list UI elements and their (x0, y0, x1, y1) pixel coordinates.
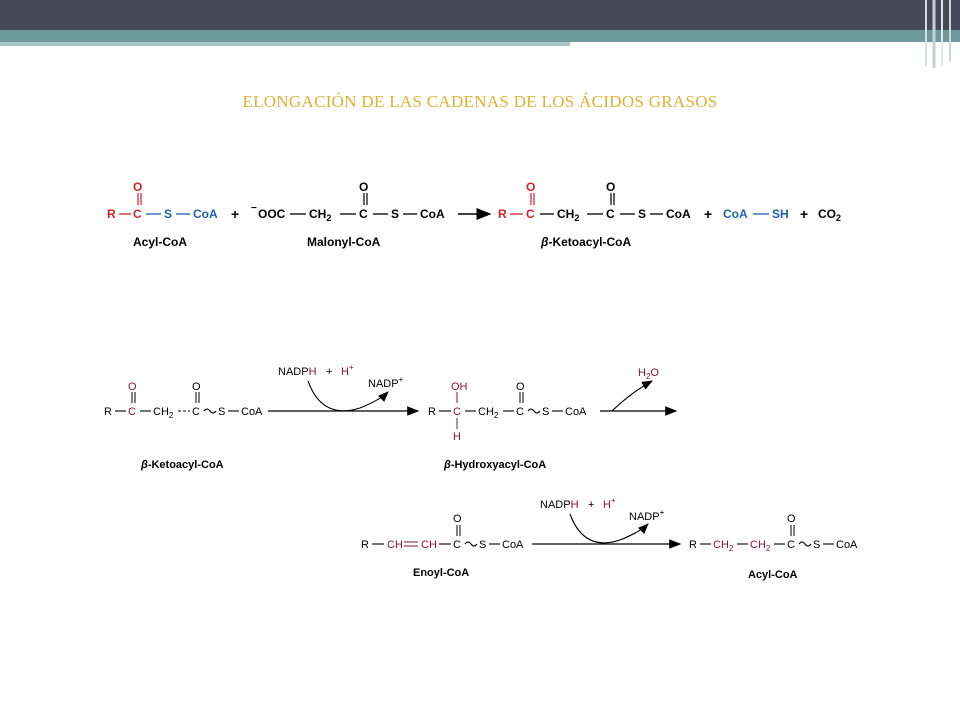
cofactor-curve-arrow (307, 380, 389, 412)
methylene: CH2 (153, 406, 174, 420)
vinyl-ch-1: CH (387, 539, 403, 551)
methylene: CH2 (557, 207, 579, 223)
plus-sign: + (588, 499, 594, 511)
reaction-3: R CH CH C O S CoA Enoyl-CoA NADPH + H+ N… (361, 496, 858, 581)
plus-sign: + (326, 366, 332, 378)
hydroxyacyl-coa-structure: R C OH H CH2 C O S CoA β-Hydroxyacyl-CoA (428, 381, 587, 471)
reaction-1: R C O S CoA Acyl-CoA + − OOC CH2 C O S (107, 180, 841, 249)
acyl-coa-product-structure: R CH2 CH2 C O S CoA Acyl-CoA (689, 513, 858, 581)
sulfur: S (391, 207, 399, 221)
r-group: R (689, 539, 697, 551)
minus-charge: − (251, 203, 257, 214)
sulfur: S (479, 539, 486, 551)
thioester-oxygen: O (787, 513, 796, 525)
header-bar (0, 0, 960, 30)
keto-carbon: C (526, 207, 535, 221)
keto-oxygen: O (128, 381, 137, 393)
acyl-coa-label: Acyl-CoA (748, 569, 798, 581)
nadp-label: NADP+ (629, 508, 665, 523)
thioester-oxygen: O (516, 381, 525, 393)
sulfur: S (813, 539, 820, 551)
sulfur: S (218, 406, 225, 418)
thioester-oxygen: O (606, 180, 615, 194)
hydrogen: H (453, 431, 461, 443)
carbon-dioxide: CO2 (818, 207, 841, 223)
coa: CoA (193, 207, 218, 221)
acyl-coa-structure: R C O S CoA Acyl-CoA (107, 180, 218, 249)
water-curve-arrow (611, 380, 653, 412)
hydroxyl-carbon: C (453, 406, 461, 418)
thioester-carbon: C (606, 207, 615, 221)
malonyl-coa-label: Malonyl-CoA (307, 235, 381, 249)
r-group: R (428, 406, 436, 418)
ketoacyl-coa-label: β-Ketoacyl-CoA (140, 459, 224, 471)
sulfur: S (638, 207, 646, 221)
plus-sign-1: + (231, 206, 239, 222)
carbonyl-carbon: C (359, 207, 368, 221)
coa: CoA (836, 539, 858, 551)
proton: H+ (341, 363, 354, 378)
nadph-label: NADPH (540, 499, 579, 511)
coa: CoA (723, 207, 748, 221)
sulfur: S (164, 207, 172, 221)
enoyl-coa-structure: R CH CH C O S CoA Enoyl-CoA (361, 513, 524, 579)
nadph-label: NADPH (278, 366, 317, 378)
vinyl-ch-2: CH (421, 539, 437, 551)
coash-structure: CoA SH (723, 207, 789, 221)
coa: CoA (420, 207, 445, 221)
malonyl-coa-structure: − OOC CH2 C O S CoA Malonyl-CoA (251, 180, 445, 249)
coa: CoA (565, 406, 587, 418)
enoyl-coa-label: Enoyl-CoA (413, 567, 469, 579)
methylene: CH2 (478, 406, 499, 420)
methylene-a: CH2 (713, 539, 734, 553)
header-stripe (0, 30, 960, 42)
thiol: SH (772, 207, 789, 221)
coa: CoA (666, 207, 691, 221)
coa: CoA (502, 539, 524, 551)
carbonyl-oxygen: O (359, 180, 368, 194)
ketoacyl-coa-structure-2: R C O CH2 C O S CoA β-Ketoacyl-CoA (104, 381, 263, 471)
water-label: H2O (638, 367, 659, 381)
carbonyl-oxygen: O (133, 180, 142, 194)
carbonyl-carbon: C (133, 207, 142, 221)
thioester-carbon: C (516, 406, 524, 418)
thioester-oxygen: O (453, 513, 462, 525)
r-group: R (361, 539, 369, 551)
thioester-carbon: C (192, 406, 200, 418)
methylene-b: CH2 (750, 539, 771, 553)
r-group: R (104, 406, 112, 418)
methylene: CH2 (309, 207, 331, 223)
reaction-2: R C O CH2 C O S CoA β-Ketoacyl-CoA NADPH… (104, 363, 678, 471)
proton: H+ (603, 496, 616, 511)
header-stripe-light (0, 42, 570, 46)
corner-decoration (925, 0, 951, 68)
r-group: R (498, 207, 507, 221)
ketoacyl-coa-label: β-Ketoacyl-CoA (540, 235, 631, 249)
thioester-carbon: C (453, 539, 461, 551)
sulfur: S (542, 406, 549, 418)
acyl-coa-label: Acyl-CoA (133, 235, 187, 249)
cofactor-curve-arrow (569, 513, 649, 544)
r-group: R (107, 207, 116, 221)
plus-sign-3: + (800, 206, 808, 222)
slide-title: ELONGACIÓN DE LAS CADENAS DE LOS ÁCIDOS … (242, 92, 718, 111)
carboxylate: OOC (258, 207, 286, 221)
nadp-label: NADP+ (368, 375, 404, 390)
plus-sign-2: + (704, 206, 712, 222)
keto-oxygen: O (526, 180, 535, 194)
hydroxyacyl-coa-label: β-Hydroxyacyl-CoA (443, 459, 546, 471)
ketoacyl-coa-structure: R C O CH2 C O S CoA β-Ketoacyl-CoA (498, 180, 691, 249)
keto-carbon: C (128, 406, 136, 418)
thioester-oxygen: O (192, 381, 201, 393)
coa: CoA (241, 406, 263, 418)
thioester-carbon: C (787, 539, 795, 551)
hydroxyl-group: OH (451, 381, 468, 393)
